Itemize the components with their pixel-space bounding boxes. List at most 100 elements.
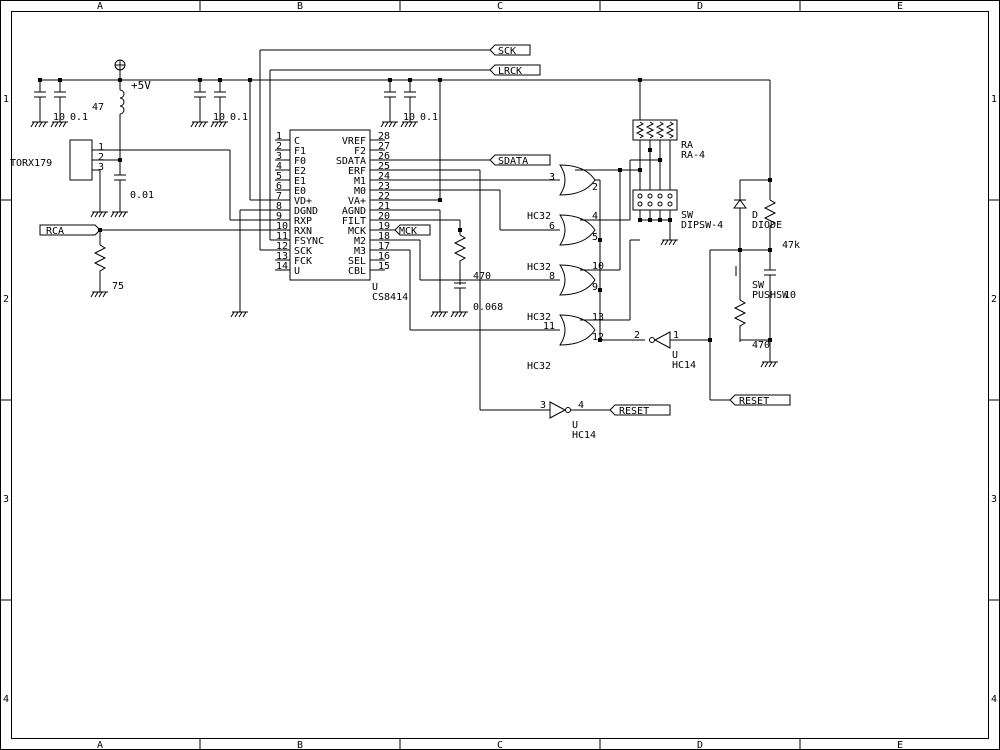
col-label: E	[897, 1, 903, 12]
cs8414-pin-number: 11	[276, 231, 288, 242]
cs8414-pin-name: VA+	[348, 196, 366, 207]
cap-value: 0.1	[230, 112, 248, 123]
gate-label: HC32	[527, 312, 551, 323]
reset-label: RESET	[619, 406, 649, 417]
sck-port[interactable]: SCK	[489, 44, 531, 57]
ra4-resistors	[635, 121, 675, 139]
cs8414-pin-name: RXN	[294, 226, 312, 237]
cs8414-pin-number: 26	[378, 151, 390, 162]
rca-port[interactable]: RCA	[39, 224, 101, 237]
cap-value: 10	[53, 112, 65, 123]
lrck-label: LRCK	[498, 66, 522, 77]
cap-value: 10	[784, 290, 796, 301]
gate-pin: 8	[549, 271, 555, 282]
cs8414-pin-name: RXP	[294, 216, 312, 227]
cs8414-pin-name: FCK	[294, 256, 312, 267]
cs8414-pin-number: 19	[378, 221, 390, 232]
gate-label: HC32	[527, 262, 551, 273]
reset-port-1[interactable]: RESET	[609, 404, 671, 417]
cs8414-pin-number: 8	[276, 201, 282, 212]
cs8414-pin-number: 4	[276, 161, 282, 172]
cs8414-pin-number: 22	[378, 191, 390, 202]
reset-port-2[interactable]: RESET	[729, 394, 791, 407]
inductor-value: 47	[92, 102, 104, 113]
cs8414-pin-number: 10	[276, 221, 288, 232]
sdata-label: SDATA	[498, 156, 528, 167]
diode-name: DIODE	[752, 220, 782, 231]
torx-pin: 3	[98, 162, 104, 173]
cs8414-pin-number: 12	[276, 241, 288, 252]
cs8414-pin-number: 9	[276, 211, 282, 222]
gate-label: HC32	[527, 211, 551, 222]
inv-label: HC14	[672, 360, 696, 371]
rca-wiring	[93, 229, 290, 292]
cs8414-pin-number: 5	[276, 171, 282, 182]
cs8414-pin-number: 13	[276, 251, 288, 262]
reset-label: RESET	[739, 396, 769, 407]
cs8414-ref: U	[372, 282, 378, 293]
resistor-value: 47k	[782, 240, 800, 251]
cs8414-pin-name: C	[294, 136, 300, 147]
push-ref: SW	[752, 280, 765, 291]
cap-value: 0.068	[473, 302, 503, 313]
or-gate-1	[559, 164, 600, 196]
cs8414-pin-name: MCK	[348, 226, 366, 237]
rca-label: RCA	[46, 226, 64, 237]
cs8414-pin-name: ERF	[348, 166, 366, 177]
cs8414-pin-number: 23	[378, 181, 390, 192]
inv-ref: U	[672, 350, 678, 361]
dipsw-contacts	[637, 193, 673, 207]
col-label: C	[497, 1, 503, 12]
cs8414-pin-name: CBL	[348, 266, 366, 277]
inv-label: HC14	[572, 430, 596, 441]
cs8414-pin-name: AGND	[342, 206, 366, 217]
mck-label: MCK	[399, 226, 417, 237]
cs8414-pin-name: FSYNC	[294, 236, 324, 247]
col-label: B	[297, 740, 303, 750]
cap-value: 10	[403, 112, 415, 123]
cs8414-pin-number: 25	[378, 161, 390, 172]
cs8414-pin-name: E2	[294, 166, 306, 177]
cs8414-pin-number: 21	[378, 201, 390, 212]
resistor-value: 470	[473, 271, 491, 282]
cs8414-wiring	[239, 49, 560, 411]
cs8414-pin-name: U	[294, 266, 300, 277]
inv-pin: 2	[634, 330, 640, 341]
cs8414-pin-number: 27	[378, 141, 390, 152]
gate-wiring	[575, 80, 671, 341]
row-label: 2	[3, 294, 9, 305]
lrck-port[interactable]: LRCK	[489, 64, 541, 77]
torx-name: TORX179	[10, 158, 52, 169]
cs8414-pin-number: 1	[276, 131, 282, 142]
cs8414-pin-name: DGND	[294, 206, 318, 217]
gate-pin: 11	[543, 321, 555, 332]
gate-pin: 6	[549, 221, 555, 232]
cap-group-1	[34, 80, 66, 122]
frame-column-labels: A B C D E A B C D E	[97, 1, 903, 750]
cs8414-pin-number: 17	[378, 241, 390, 252]
or-gate-3	[559, 264, 596, 296]
cs8414-pin-number: 20	[378, 211, 390, 222]
inner-frame	[11, 11, 989, 739]
inv-pin: 4	[578, 400, 584, 411]
cs8414-pin-number: 14	[276, 261, 288, 272]
row-label: 4	[3, 694, 9, 705]
dipsw-body	[632, 189, 678, 211]
cs8414-name: CS8414	[372, 292, 408, 303]
or-gate-4	[559, 314, 596, 346]
gate-pin: 5	[592, 232, 598, 243]
cs8414-pin-name: M3	[354, 246, 366, 257]
cs8414-pin-name: E1	[294, 176, 306, 187]
cap-value: 0.1	[420, 112, 438, 123]
resistor-value: 75	[112, 281, 124, 292]
inverter-1	[600, 331, 710, 349]
diode-ref: D	[752, 210, 758, 221]
sdata-port[interactable]: SDATA	[489, 154, 551, 167]
reset-circuit	[709, 179, 777, 401]
cs8414-pin-number: 28	[378, 131, 390, 142]
mck-port[interactable]: MCK	[394, 224, 431, 237]
cs8414-pin-name: F0	[294, 156, 306, 167]
cap-value: 0.01	[130, 190, 154, 201]
row-label: 3	[991, 494, 997, 505]
